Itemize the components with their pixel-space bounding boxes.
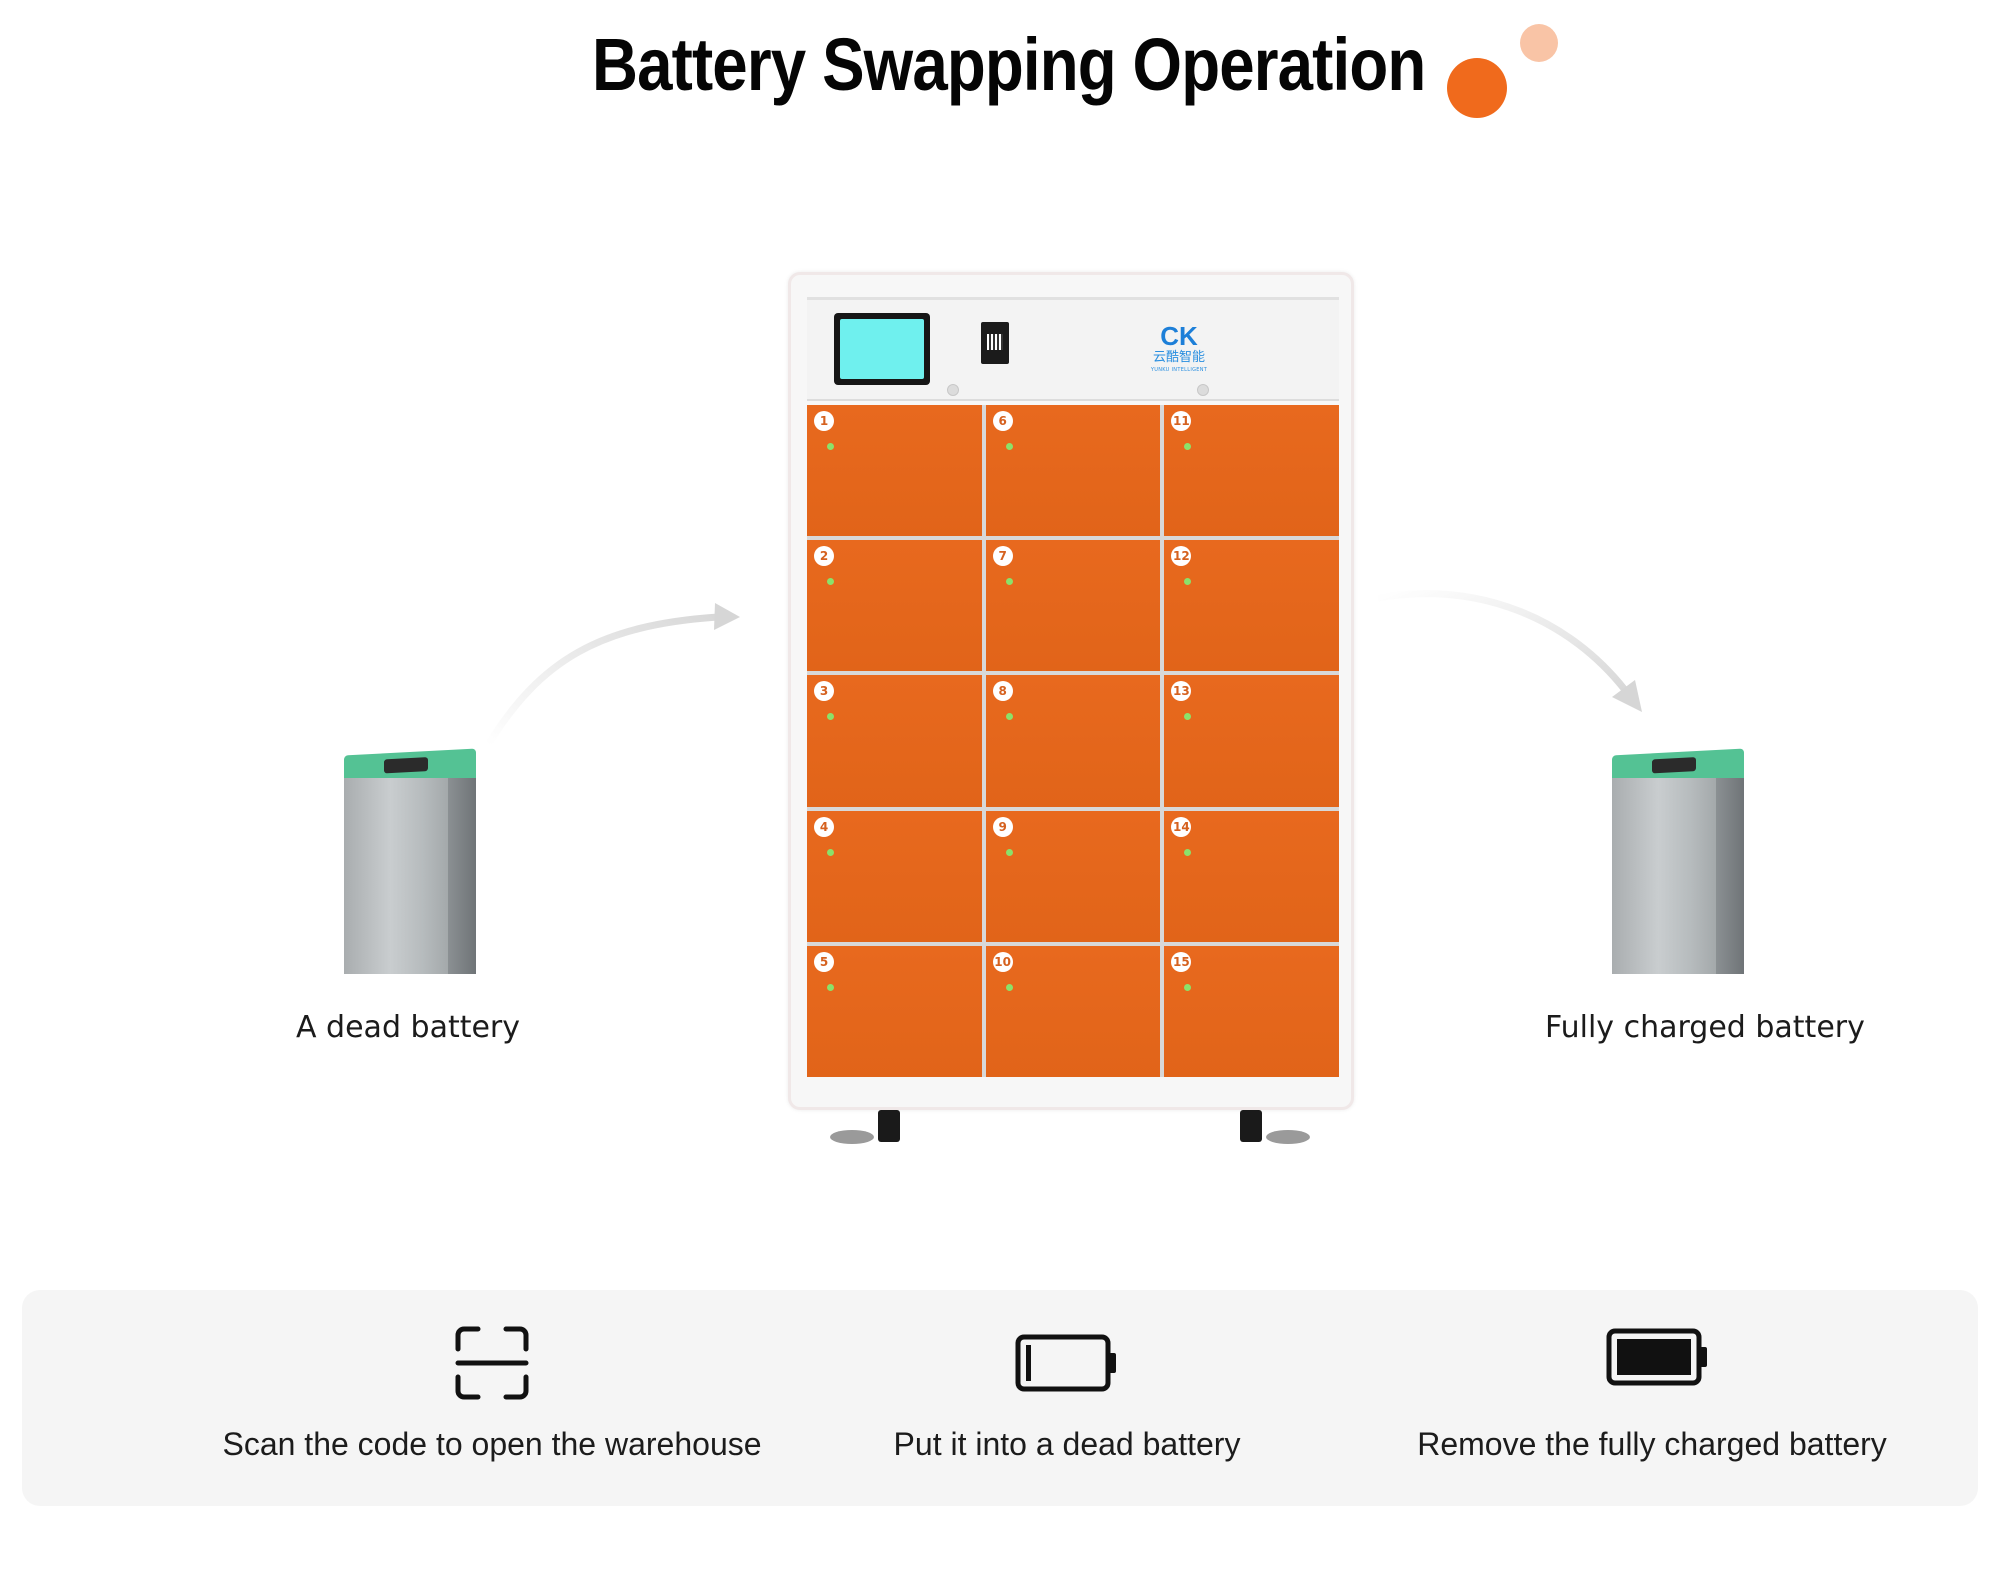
compartment-door[interactable]: 13: [1164, 675, 1339, 807]
qr-code-icon: [981, 322, 1009, 364]
compartment-number: 1: [814, 411, 834, 431]
scan-frame-icon: [455, 1326, 529, 1400]
arrow-to-cabinet: [485, 613, 719, 747]
charged-battery-label: Fully charged battery: [1545, 1010, 1865, 1045]
battery-full-icon: [1606, 1328, 1707, 1386]
brand-logo: CK 云酷智能 YUNKU INTELLIGENT: [1139, 322, 1219, 382]
compartment-door[interactable]: 11: [1164, 405, 1339, 537]
page-title: Battery Swapping Operation: [149, 22, 1869, 122]
dead-battery-image: [340, 748, 480, 976]
compartment-number: 10: [992, 951, 1013, 972]
step-label: Remove the fully charged battery: [1417, 1426, 1887, 1462]
touch-screen[interactable]: [834, 313, 930, 385]
dead-battery-label: A dead battery: [296, 1010, 521, 1045]
steps-panel: Scan the code to open the warehouse Put …: [22, 1290, 1978, 1506]
status-led: [1184, 713, 1192, 721]
cabinet-control-panel: CK 云酷智能 YUNKU INTELLIGENT: [807, 297, 1339, 401]
decorative-circle-small: [1520, 24, 1558, 62]
compartment-number: 11: [1171, 411, 1192, 431]
compartment-door[interactable]: 14: [1164, 810, 1339, 942]
status-led: [827, 578, 834, 586]
compartment-door[interactable]: 9: [985, 810, 1161, 942]
arrow-to-cabinet-head: [714, 603, 740, 630]
compartment-door[interactable]: 5: [807, 945, 982, 1077]
status-led: [1005, 983, 1013, 991]
indicator-light: [947, 384, 959, 396]
status-led: [1184, 983, 1192, 991]
compartment-door[interactable]: 2: [807, 540, 982, 672]
compartment-number: 5: [814, 951, 834, 972]
battery-empty-icon: [1015, 1334, 1116, 1392]
compartment-door[interactable]: 10: [985, 945, 1161, 1077]
compartment-door[interactable]: 3: [807, 675, 982, 807]
compartment-number: 12: [1171, 546, 1192, 567]
status-led: [827, 983, 834, 991]
cloud-logo-icon: CK: [1160, 321, 1198, 351]
charged-battery-image: [1608, 748, 1748, 976]
status-led: [1005, 578, 1013, 586]
brand-name-cn: 云酷智能: [1152, 350, 1205, 365]
compartment-number: 3: [814, 681, 834, 702]
compartment-number: 2: [814, 546, 834, 567]
status-led: [827, 443, 834, 450]
compartment-number: 14: [1171, 816, 1192, 837]
compartment-door[interactable]: 15: [1164, 945, 1339, 1077]
status-led: [1005, 848, 1013, 856]
status-led: [827, 713, 834, 721]
compartment-door[interactable]: 6: [985, 405, 1161, 537]
battery-compartments: 1 6 11 2 7 12 3 8 13 4 9 14 5 10 15: [807, 405, 1339, 1077]
status-led: [827, 848, 834, 856]
decorative-circle-large: [1447, 58, 1507, 118]
step-label: Put it into a dead battery: [893, 1426, 1241, 1462]
compartment-door[interactable]: 1: [807, 405, 982, 537]
status-led: [1184, 443, 1192, 450]
compartment-number: 7: [992, 546, 1013, 567]
status-led: [1005, 713, 1013, 721]
compartment-number: 8: [992, 681, 1013, 702]
battery-swap-cabinet: CK 云酷智能 YUNKU INTELLIGENT 1 6 11 2 7 12 …: [788, 272, 1354, 1110]
status-led: [1184, 848, 1192, 856]
compartment-door[interactable]: 12: [1164, 540, 1339, 672]
compartment-number: 4: [814, 816, 834, 837]
compartment-door[interactable]: 7: [985, 540, 1161, 672]
compartment-door[interactable]: 4: [807, 810, 982, 942]
indicator-light: [1197, 384, 1209, 396]
arrow-from-cabinet: [1377, 590, 1628, 693]
status-led: [1005, 443, 1013, 450]
compartment-number: 6: [992, 411, 1013, 431]
compartment-number: 13: [1171, 681, 1192, 702]
step-scan: Scan the code to open the warehouse: [162, 1290, 822, 1506]
step-insert: Put it into a dead battery: [802, 1290, 1332, 1506]
compartment-number: 9: [992, 816, 1013, 837]
compartment-door[interactable]: 8: [985, 675, 1161, 807]
step-remove: Remove the fully charged battery: [1342, 1290, 1962, 1506]
page-title-text: Battery Swapping Operation: [591, 23, 1426, 106]
status-led: [1184, 578, 1192, 586]
step-label: Scan the code to open the warehouse: [222, 1426, 762, 1462]
arrow-from-cabinet-head: [1612, 680, 1642, 712]
compartment-number: 15: [1171, 951, 1192, 972]
brand-name-en: YUNKU INTELLIGENT: [1150, 367, 1208, 373]
